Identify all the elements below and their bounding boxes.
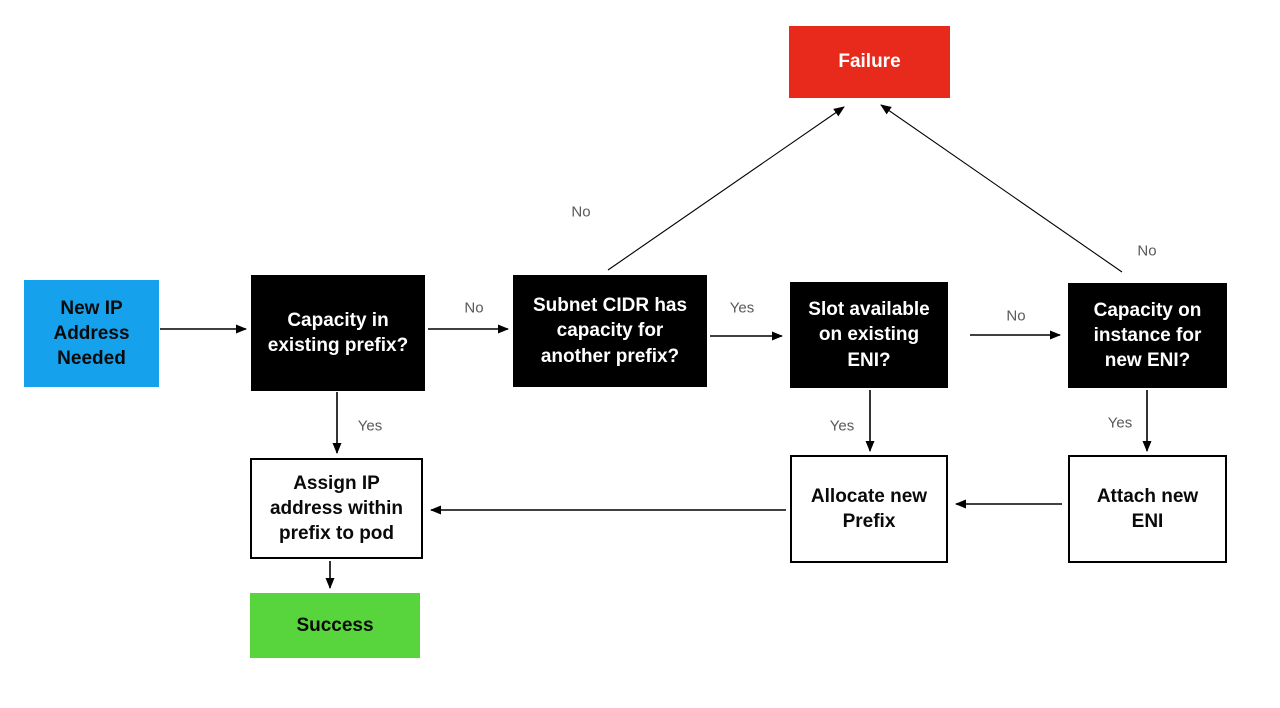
node-capacity-new-eni: Capacity on instance for new ENI?	[1068, 283, 1227, 388]
node-success: Success	[250, 593, 420, 658]
edge-label-no-capacity-prefix: No	[464, 299, 484, 317]
edge-label-yes-to-assign-ip: Yes	[357, 417, 383, 435]
node-attach-eni: Attach new ENI	[1068, 455, 1227, 563]
node-new-ip-needed: New IP Address Needed	[24, 280, 159, 387]
node-allocate-prefix: Allocate new Prefix	[790, 455, 948, 563]
edge-label-no-slot-eni: No	[1006, 307, 1026, 325]
edge-label-yes-to-attach-eni: Yes	[1107, 414, 1133, 432]
edge-label-no-capacity-eni-to-failure: No	[1137, 242, 1157, 260]
node-subnet-cidr-capacity: Subnet CIDR has capacity for another pre…	[513, 275, 707, 387]
node-slot-available-eni: Slot available on existing ENI?	[790, 282, 948, 388]
node-failure: Failure	[789, 26, 950, 98]
edge-label-no-subnet-to-failure: No	[571, 203, 591, 221]
edge-label-yes-subnet-cidr: Yes	[729, 299, 755, 317]
node-capacity-existing-prefix: Capacity in existing prefix?	[251, 275, 425, 391]
node-assign-ip: Assign IP address within prefix to pod	[250, 458, 423, 559]
edge-label-yes-to-allocate-prefix: Yes	[829, 417, 855, 435]
arrow-capacity-eni-to-failure	[880, 104, 1123, 273]
arrow-subnet-cidr-to-failure	[607, 106, 845, 271]
